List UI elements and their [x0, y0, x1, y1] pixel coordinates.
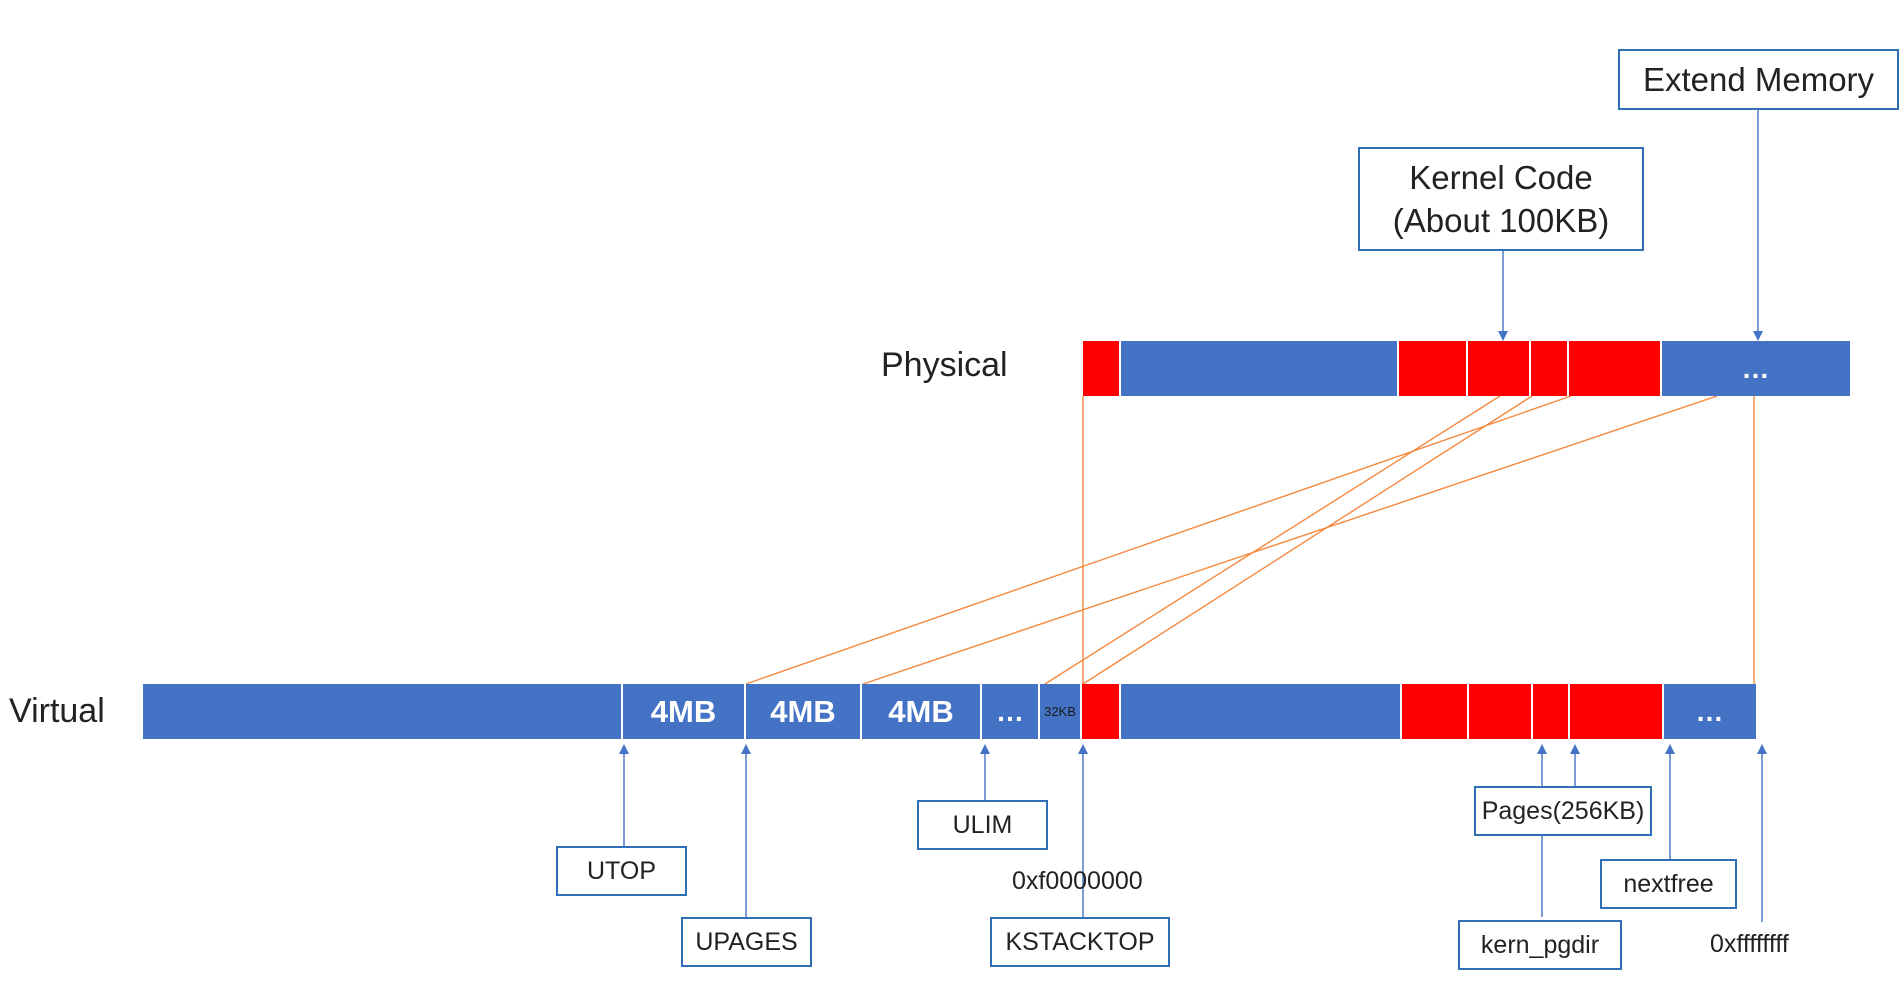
nextfree-box: nextfree [1600, 859, 1737, 909]
utop-label: UTOP [587, 856, 656, 885]
physical-seg-free [1120, 341, 1398, 396]
physical-seg-kernel-code [1398, 341, 1467, 396]
upages-box: UPAGES [681, 917, 812, 967]
physical-ellipsis: … [1741, 352, 1770, 384]
utop-box: UTOP [556, 846, 687, 896]
virtual-seg-ellipsis: … [981, 684, 1039, 739]
virtual-seg-kernel-low [1081, 684, 1120, 739]
virtual-divider [1400, 684, 1402, 739]
virtual-divider [1038, 684, 1040, 739]
top-address-label: 0xffffffff [1710, 930, 1789, 958]
kstacktop-address-label: 0xf0000000 [1012, 867, 1143, 895]
virtual-divider [621, 684, 623, 739]
extend-memory-label: Extend Memory [1642, 60, 1875, 98]
virtual-row-label: Virtual [9, 692, 105, 730]
kern-pgdir-box: kern_pgdir [1458, 920, 1622, 970]
virtual-divider [1568, 684, 1570, 739]
mapping-line-uvpt [862, 395, 1718, 685]
extend-memory-box: Extend Memory [1618, 49, 1899, 110]
virtual-seg-label: … [1695, 695, 1724, 727]
kernel-code-label: Kernel Code [1409, 159, 1593, 196]
mapping-line-kstack [1044, 395, 1501, 685]
pages-box: Pages(256KB) [1474, 786, 1652, 836]
kstacktop-label: KSTACKTOP [1005, 927, 1155, 956]
physical-seg-low [1083, 341, 1120, 396]
virtual-seg-4mb-uvpt: 4MB [861, 684, 981, 739]
virtual-seg-label: 4MB [650, 693, 717, 729]
virtual-seg-32kb-stack: 32KB [1039, 684, 1081, 739]
virtual-divider [980, 684, 982, 739]
virtual-seg-label: 32KB [1044, 704, 1076, 719]
physical-seg-pages [1568, 341, 1661, 396]
physical-divider [1397, 341, 1399, 396]
kern-pgdir-label: kern_pgdir [1480, 930, 1600, 959]
ulim-box: ULIM [917, 800, 1048, 850]
virtual-divider [860, 684, 862, 739]
virtual-divider [744, 684, 746, 739]
physical-row-label: Physical [881, 346, 1008, 384]
kernel-code-box: Kernel Code (About 100KB) [1358, 147, 1644, 251]
virtual-seg-label: 4MB [888, 693, 954, 729]
virtual-seg-kernel-code [1401, 684, 1468, 739]
virtual-seg-4mb-envs: 4MB [622, 684, 745, 739]
kernel-code-size-label: (About 100KB) [1392, 202, 1610, 239]
virtual-divider [1080, 684, 1082, 739]
physical-seg-kstack [1530, 341, 1568, 396]
physical-divider [1529, 341, 1531, 396]
ulim-label: ULIM [952, 810, 1013, 839]
upages-label: UPAGES [695, 927, 798, 956]
physical-divider [1567, 341, 1569, 396]
mapping-lines [745, 395, 1755, 685]
virtual-seg-kernel-free [1120, 684, 1401, 739]
nextfree-label: nextfree [1623, 869, 1714, 898]
physical-divider [1660, 341, 1662, 396]
virtual-seg-top: … [1663, 684, 1756, 739]
physical-divider [1466, 341, 1468, 396]
physical-seg-extended: … [1661, 341, 1850, 396]
virtual-seg-kern-pgdir [1468, 684, 1532, 739]
mapping-line-upages [745, 395, 1572, 685]
virtual-divider [1119, 684, 1121, 739]
kstacktop-box: KSTACKTOP [990, 917, 1170, 967]
virtual-divider [1531, 684, 1533, 739]
mapping-line-kern-pgdir [1082, 395, 1533, 685]
virtual-seg-user [143, 684, 622, 739]
virtual-seg-pages [1569, 684, 1663, 739]
virtual-seg-4mb-pages: 4MB [745, 684, 861, 739]
virtual-divider [1662, 684, 1664, 739]
physical-seg-kern-pgdir [1467, 341, 1530, 396]
pages-label: Pages(256KB) [1481, 796, 1645, 825]
virtual-seg-kstack [1532, 684, 1569, 739]
virtual-seg-label: … [996, 695, 1024, 727]
virtual-divider [1467, 684, 1469, 739]
virtual-seg-label: 4MB [770, 693, 836, 729]
physical-divider [1119, 341, 1121, 396]
